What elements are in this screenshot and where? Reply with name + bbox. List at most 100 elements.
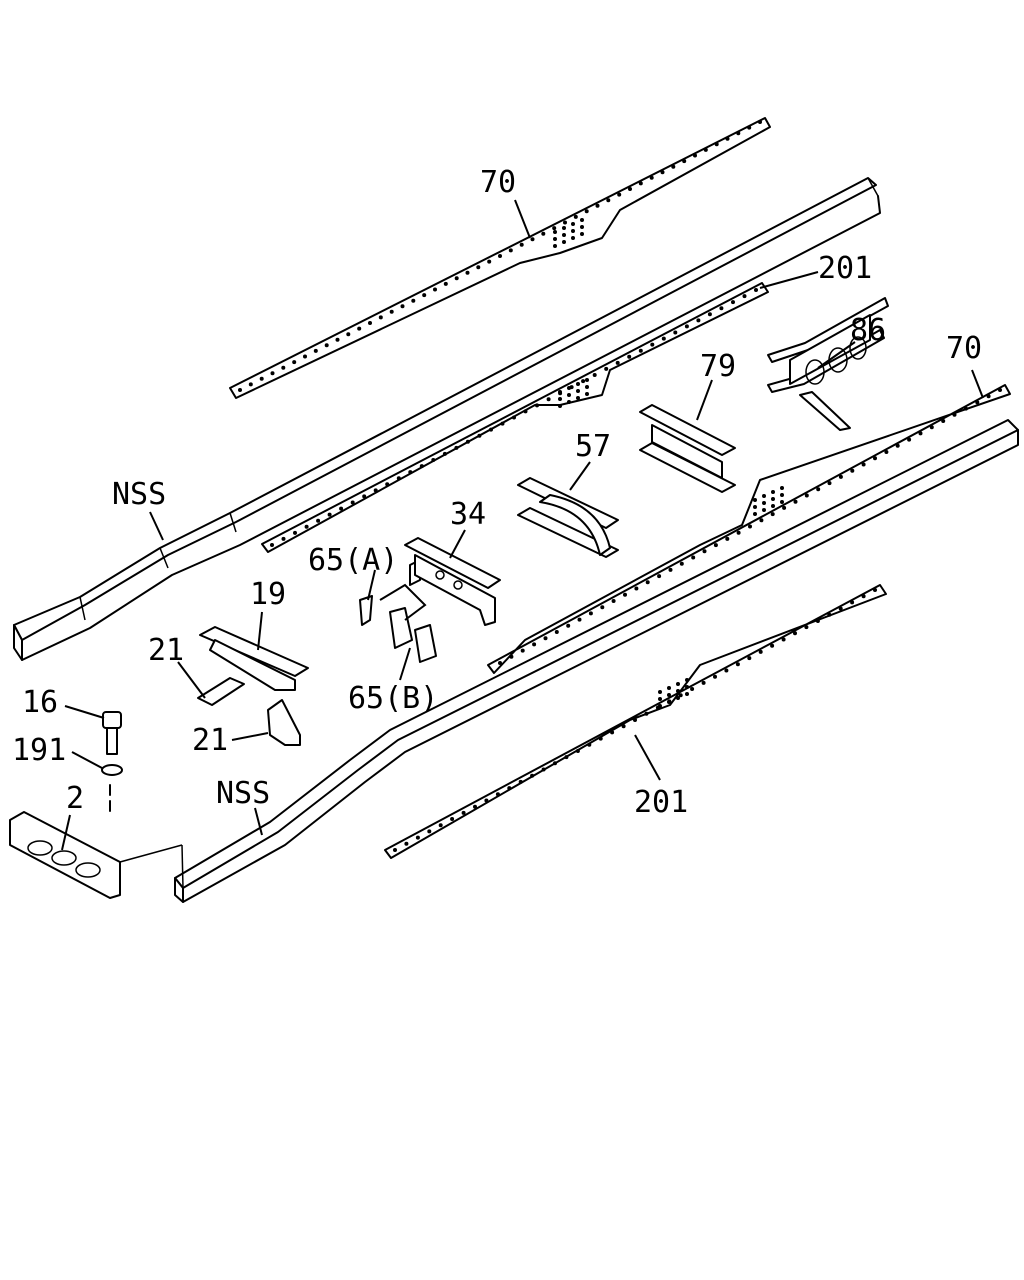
label-21-upper: 21 bbox=[148, 633, 184, 668]
bolt-hole bbox=[554, 630, 559, 634]
bolt-hole bbox=[313, 348, 318, 353]
crossmember-19 bbox=[199, 626, 309, 691]
bolt-hole bbox=[543, 636, 548, 641]
bolt-hole bbox=[725, 136, 730, 141]
washer-191 bbox=[101, 764, 123, 816]
bolt-hole bbox=[580, 225, 584, 229]
bolt-hole bbox=[780, 500, 784, 504]
bolt-hole bbox=[400, 304, 405, 309]
bolt-hole bbox=[684, 324, 689, 329]
bolt-hole bbox=[553, 761, 557, 766]
bolt-hole bbox=[713, 674, 717, 679]
bolt-hole bbox=[498, 254, 502, 258]
bolt-hole bbox=[368, 321, 372, 325]
bolt-hole bbox=[679, 561, 684, 566]
bolt-hole bbox=[693, 153, 697, 158]
bolt-hole bbox=[509, 654, 514, 659]
bolt-hole bbox=[335, 337, 340, 342]
bolt-hole bbox=[500, 421, 505, 426]
bolt-hole bbox=[827, 481, 832, 486]
reinforcement-70-upper bbox=[229, 117, 771, 399]
bolt-hole bbox=[495, 792, 500, 797]
bolt-hole bbox=[292, 360, 297, 365]
bolt-hole bbox=[461, 810, 466, 815]
bolt-hole bbox=[952, 412, 957, 417]
bolt-hole bbox=[770, 643, 775, 648]
bolt-hole bbox=[303, 354, 307, 359]
side-rail-upper bbox=[13, 177, 881, 661]
crossmember-57 bbox=[517, 477, 619, 558]
bolt-hole bbox=[595, 203, 600, 208]
bolt-hole bbox=[941, 419, 946, 423]
bolt-hole bbox=[281, 536, 286, 541]
part-labels: 70 201 86 70 79 57 NSS 34 65(A) 19 21 65… bbox=[12, 165, 982, 820]
bolt-hole bbox=[770, 512, 775, 517]
bracket-21-upper bbox=[197, 677, 245, 706]
bolt-hole bbox=[584, 209, 589, 214]
bolt-hole bbox=[753, 512, 757, 516]
bolt-hole bbox=[588, 611, 593, 616]
bolt-hole bbox=[986, 394, 991, 399]
bolt-hole bbox=[685, 678, 689, 682]
bolt-hole bbox=[362, 494, 367, 499]
bolt-hole bbox=[696, 318, 701, 323]
bolt-hole bbox=[454, 445, 459, 450]
holes-201-lower bbox=[393, 588, 877, 852]
bolt-hole bbox=[621, 724, 626, 729]
bracket-65a bbox=[359, 595, 373, 626]
bolt-hole bbox=[762, 494, 766, 498]
bolt-hole bbox=[690, 687, 695, 691]
bolt-hole bbox=[753, 498, 757, 502]
bolt-hole bbox=[575, 749, 580, 753]
bolt-hole bbox=[408, 470, 413, 475]
bolt-hole bbox=[676, 696, 680, 700]
bolt-hole bbox=[532, 642, 537, 647]
bolt-hole bbox=[838, 474, 843, 479]
bolt-hole bbox=[553, 230, 557, 234]
bolt-hole bbox=[703, 147, 708, 152]
bolt-hole bbox=[587, 742, 592, 747]
bolt-hole bbox=[735, 662, 740, 667]
bolt-hole bbox=[884, 450, 889, 454]
bolt-hole bbox=[530, 237, 535, 242]
bolt-hole bbox=[754, 288, 758, 292]
bolt-hole bbox=[615, 360, 620, 365]
label-19: 19 bbox=[250, 577, 286, 612]
bolt-hole bbox=[963, 406, 968, 411]
bolt-hole bbox=[606, 198, 611, 203]
bolt-hole bbox=[324, 343, 329, 348]
bolt-hole bbox=[707, 312, 712, 317]
bolt-hole bbox=[667, 700, 671, 704]
bolt-hole bbox=[508, 248, 513, 253]
bolt-hole bbox=[567, 400, 571, 404]
bolt-hole bbox=[649, 175, 654, 180]
bolt-hole bbox=[585, 378, 589, 382]
bolt-hole bbox=[442, 451, 447, 456]
bolt-hole bbox=[411, 298, 416, 303]
reinforcement-70-right bbox=[487, 384, 1011, 674]
bolt-hole bbox=[573, 214, 578, 219]
bolt-hole bbox=[433, 287, 437, 292]
bolt-hole bbox=[780, 493, 784, 497]
bolt-hole bbox=[519, 242, 524, 247]
bolt-hole bbox=[610, 730, 615, 735]
bolt-hole bbox=[623, 592, 627, 597]
bolt-hole bbox=[259, 376, 264, 381]
bolt-hole bbox=[678, 693, 683, 698]
bolt-hole bbox=[566, 623, 571, 628]
bolt-hole bbox=[512, 415, 516, 420]
bolt-hole bbox=[604, 366, 609, 371]
bolt-hole bbox=[350, 500, 355, 505]
bolt-hole bbox=[658, 690, 662, 694]
bolt-hole bbox=[918, 431, 923, 436]
bolt-hole bbox=[520, 648, 525, 653]
bolt-hole bbox=[736, 530, 741, 535]
bolt-hole bbox=[658, 704, 662, 708]
bolt-hole bbox=[838, 606, 843, 611]
bolt-hole bbox=[293, 530, 297, 535]
label-57: 57 bbox=[575, 429, 611, 464]
bolt-hole bbox=[270, 543, 274, 547]
bolt-hole bbox=[816, 487, 821, 492]
holes-70-upper bbox=[238, 120, 762, 392]
bolt-hole bbox=[487, 259, 492, 264]
